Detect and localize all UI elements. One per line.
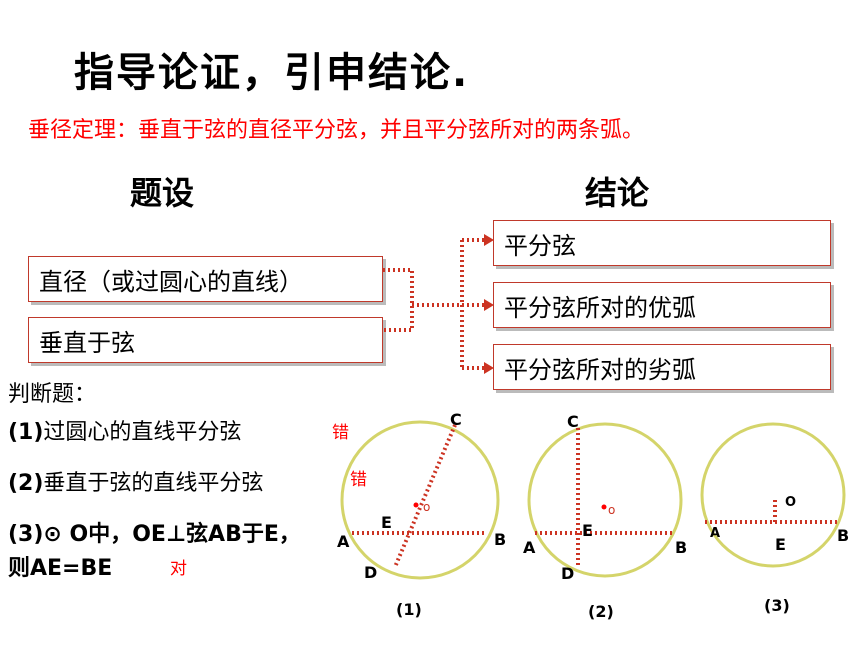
slide-title: 指导论证，引申结论. [74,50,470,96]
item-number: (3) [8,522,44,547]
point-label-c: C [567,412,579,431]
item-number: (1) [8,420,44,445]
hypothesis-header: 题设 [130,174,195,212]
point-label-a: A [710,526,721,541]
figure-1-lines [352,424,487,568]
item-number: (2) [8,471,44,496]
judgment-heading: 判断题： [8,382,97,407]
figure-3 [700,422,846,568]
point-label-b: B [837,526,850,545]
figure-label-3: (3) [764,596,790,615]
answer-mark-2: 错 [350,470,367,490]
conclusion-label: 平分弦所对的优弧 [504,293,696,322]
point-label-e: E [381,513,392,532]
center-dot [601,504,607,510]
circle-outline [527,422,683,578]
judgment-item-3: (3)⊙ O中，OE⊥弦AB于E， [8,516,301,548]
figure-label-2: (2) [588,602,614,621]
point-label-d: D [364,563,378,582]
figure-2-lines [535,428,675,567]
arrow-icon [484,299,494,311]
judgment-item-1: (1)过圆心的直线平分弦 [8,414,241,446]
judgment-item-3-line2: 则AE=BE [8,556,113,581]
point-label-a: A [337,532,350,551]
figure-1 [340,420,500,580]
point-label-c: C [450,410,462,429]
point-label-e: E [775,535,786,554]
hypothesis-label: 垂直于弦 [39,328,135,357]
arrow-icon [484,234,494,246]
point-label-b: B [494,530,507,549]
point-label-a: A [523,538,536,557]
point-label-b: B [675,538,688,557]
arrow-icon [484,362,494,374]
flow-connectors [383,238,488,370]
conclusion-header: 结论 [585,174,650,212]
conclusion-box-bisect-chord: 平分弦 [493,220,831,266]
point-label-o: o [423,500,431,514]
theorem-statement: 垂径定理：垂直于弦的直径平分弦，并且平分弦所对的两条弧。 [28,118,645,143]
answer-mark-1: 错 [332,423,349,443]
center-dot [413,502,419,508]
point-label-d: D [561,564,575,583]
hypothesis-box-diameter: 直径（或过圆心的直线） [28,256,383,302]
point-label-e: E [582,521,593,540]
circle-outline [700,422,846,568]
circle-outline [340,420,500,580]
hypothesis-label: 直径（或过圆心的直线） [39,267,303,296]
point-label-o: o [608,503,616,517]
item-text: 垂直于弦的直线平分弦 [43,471,264,496]
conclusion-box-major-arc: 平分弦所对的优弧 [493,282,831,328]
conclusion-label: 平分弦 [504,231,576,260]
figure-label-1: (1) [396,600,422,619]
item-text: 过圆心的直线平分弦 [43,420,242,445]
point-label-o: O [785,495,797,510]
hypothesis-box-perpendicular: 垂直于弦 [28,317,383,363]
answer-mark-3: 对 [170,559,187,579]
judgment-item-2: (2)垂直于弦的直线平分弦 [8,465,263,497]
figure-3-lines [705,500,840,524]
conclusion-box-minor-arc: 平分弦所对的劣弧 [493,344,831,390]
figure-2 [527,422,683,578]
item-text: ⊙ O中，OE⊥弦AB于E， [43,522,301,547]
conclusion-label: 平分弦所对的劣弧 [504,355,696,384]
hypothesis-join-line [383,268,414,332]
arrowheads [484,234,494,374]
